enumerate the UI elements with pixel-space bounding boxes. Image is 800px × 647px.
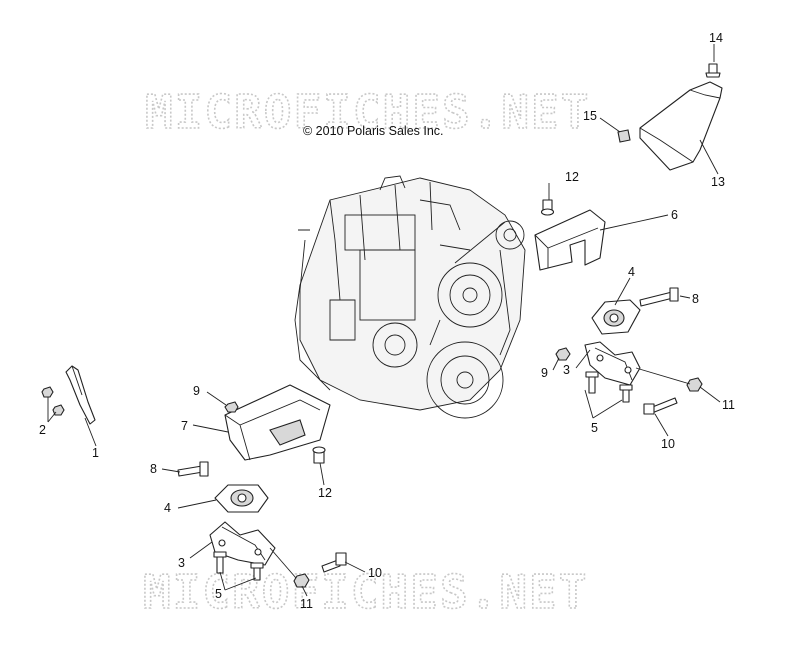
- engine-mount-4-left: [214, 484, 269, 513]
- callout-7: 7: [181, 419, 188, 433]
- callout-4-left: 4: [164, 501, 171, 515]
- callout-5-left: 5: [215, 587, 222, 601]
- callout-1: 1: [92, 446, 99, 460]
- engine-mount-4-right: [591, 299, 641, 335]
- callout-9-right: 9: [541, 366, 548, 380]
- callout-11-left: 11: [300, 597, 313, 611]
- bolt-10-right: [643, 397, 678, 415]
- callout-2: 2: [39, 423, 46, 437]
- callout-4-right: 4: [628, 265, 635, 279]
- leader-lines: [47, 44, 721, 597]
- bracket-6: [534, 209, 606, 271]
- callout-8-right: 8: [692, 292, 699, 306]
- callout-13: 13: [711, 175, 725, 189]
- clip-15: [617, 129, 631, 143]
- watermark-top: MICROFICHES.NET: [145, 85, 590, 139]
- nut-9-right: [555, 347, 571, 361]
- bolt-8-left: [177, 461, 209, 477]
- bolt-12-top: [540, 199, 555, 216]
- callout-14: 14: [709, 31, 723, 45]
- copyright-text: © 2010 Polaris Sales Inc.: [303, 124, 444, 138]
- callout-10-right: 10: [661, 437, 675, 451]
- bracket-3-right: [584, 341, 641, 386]
- bolts-5-right: [585, 371, 633, 403]
- cover-13: [639, 81, 723, 171]
- callout-11-right: 11: [722, 398, 735, 412]
- callout-12-left: 12: [318, 486, 332, 500]
- callout-9-left: 9: [193, 384, 200, 398]
- nut-9-left: [224, 401, 239, 413]
- bolt-12-left: [312, 446, 326, 464]
- bolt-8-right: [639, 287, 679, 307]
- bolts-5-left: [213, 551, 264, 581]
- callout-6: 6: [671, 208, 678, 222]
- screw-14: [705, 63, 721, 78]
- callout-3-left: 3: [178, 556, 185, 570]
- watermark-bottom: MICROFICHES.NET: [143, 565, 588, 619]
- callout-12-top: 12: [565, 170, 579, 184]
- bracket-7: [224, 384, 331, 461]
- callout-8-left: 8: [150, 462, 157, 476]
- bracket-1: [65, 365, 96, 425]
- nuts-2: [41, 386, 65, 416]
- bolt-10-left: [321, 552, 347, 573]
- callout-5-right: 5: [591, 421, 598, 435]
- nut-11-left: [293, 573, 310, 588]
- callout-3-right: 3: [563, 363, 570, 377]
- callout-15: 15: [583, 109, 597, 123]
- nut-11-right: [686, 377, 703, 392]
- callout-10-left: 10: [368, 566, 382, 580]
- callout-labels: 14 15 13 12 6 4 8 9 3 5 11 10 2 1 9 7 8 …: [39, 31, 735, 611]
- engine-illustration: [294, 175, 526, 419]
